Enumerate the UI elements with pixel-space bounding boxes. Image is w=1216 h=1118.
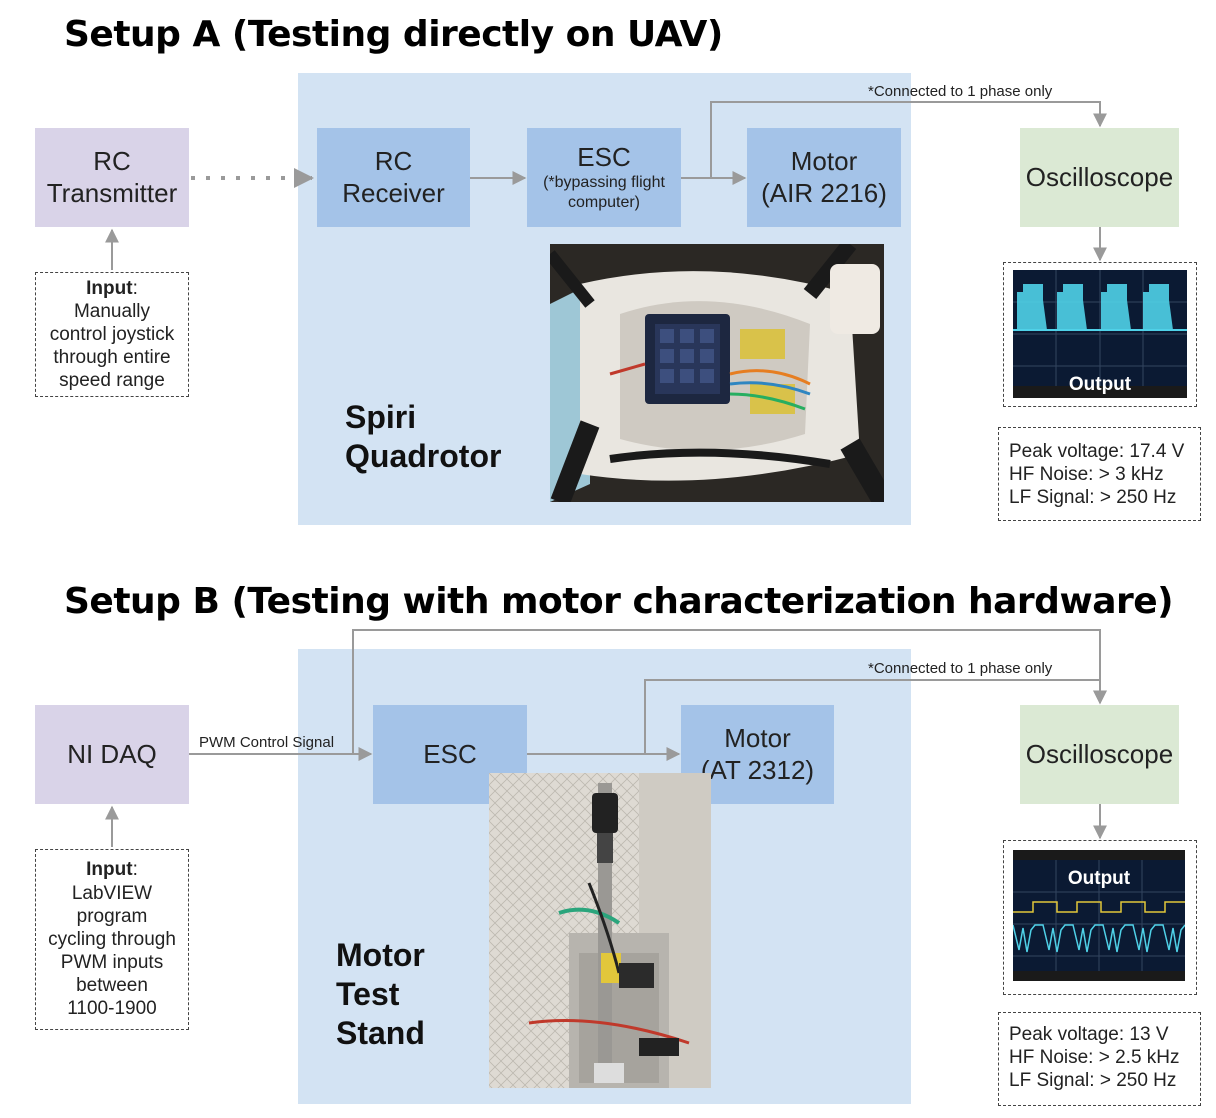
input-b-line5: between [76, 975, 148, 997]
platform-label-b: Motor Test Stand [336, 936, 425, 1053]
platform-b-line1: Motor [336, 937, 425, 973]
motor-b-line1: Motor [724, 723, 791, 754]
input-a-label-row: Input: [86, 277, 138, 299]
input-b-label-row: Input: [86, 859, 138, 881]
output-label-a: Output [1068, 374, 1132, 395]
oscilloscope-screen-a: Output [1013, 270, 1187, 398]
input-a-line4: speed range [59, 370, 165, 392]
input-a-line2: control joystick [49, 323, 175, 345]
test-stand-photo-art [489, 773, 711, 1088]
connection-note-a: *Connected to 1 phase only [868, 83, 1053, 100]
motor-a-line2: (AIR 2216) [761, 177, 887, 208]
motor-b-line2: (AT 2312) [700, 754, 815, 785]
oscilloscope-screen-b: Output [1012, 850, 1186, 981]
oscilloscope-a-label: Oscilloscope [1025, 161, 1174, 192]
platform-a-line1: Spiri [345, 399, 417, 435]
output-label-b: Output [1067, 868, 1131, 889]
oscilloscope-b-label: Oscilloscope [1025, 738, 1174, 769]
pwm-signal-label: PWM Control Signal [199, 734, 335, 751]
input-box-a: Input: Manually control joystick through… [35, 272, 189, 397]
stats-b-hf: HF Noise: > 2.5 kHz [1009, 1047, 1180, 1069]
esc-block-b: ESC [373, 705, 527, 804]
oscilloscope-block-b: Oscilloscope [1020, 705, 1179, 804]
esc-a-sub-line2: computer) [567, 194, 641, 212]
test-stand-photo [489, 773, 711, 1088]
esc-b-label: ESC [423, 738, 477, 769]
platform-b-line3: Stand [336, 1015, 425, 1052]
stats-a-hf: HF Noise: > 3 kHz [1009, 464, 1164, 486]
platform-b-line2: Test [336, 976, 400, 1013]
ni-daq-label: NI DAQ [67, 738, 157, 769]
stats-a-peak: Peak voltage: 17.4 V [1009, 441, 1185, 462]
input-box-b: Input: LabVIEW program cycling through P… [35, 849, 189, 1030]
rc-transmitter-line2: Transmitter [46, 177, 178, 208]
connection-note-b: *Connected to 1 phase only [868, 660, 1053, 677]
input-b-line3: cycling through [48, 928, 176, 950]
rc-receiver-block: RC Receiver [317, 128, 470, 227]
stats-a-lf: LF Signal: > 250 Hz [1009, 487, 1177, 509]
stats-box-b: Peak voltage: 13 V HF Noise: > 2.5 kHz L… [998, 1012, 1201, 1106]
input-b-line2: program [76, 905, 148, 927]
quadrotor-photo-art [550, 244, 884, 502]
phase-tap-line-a [710, 101, 1107, 178]
stats-b-peak: Peak voltage: 13 V [1009, 1024, 1169, 1045]
esc-a-sub-line1: (*bypassing flight [543, 174, 665, 192]
esc-block-a: ESC (*bypassing flight computer) [527, 128, 681, 227]
esc-a-title: ESC [577, 141, 631, 172]
input-b-label: Input [86, 859, 133, 881]
rc-transmitter-block: RC Transmitter [35, 128, 189, 227]
rc-receiver-line2: Receiver [342, 177, 445, 208]
motor-block-a: Motor (AIR 2216) [747, 128, 901, 227]
ni-daq-block: NI DAQ [35, 705, 189, 804]
rc-receiver-line1: RC [374, 146, 413, 177]
setup-b-title: Setup B (Testing with motor characteriza… [64, 581, 1174, 622]
platform-a-line2: Quadrotor [345, 438, 502, 475]
waveform-a [1013, 270, 1187, 398]
input-b-line4: PWM inputs [60, 952, 164, 974]
stats-b-lf: LF Signal: > 250 Hz [1009, 1070, 1177, 1092]
motor-a-line1: Motor [790, 146, 858, 177]
platform-label-a: Spiri Quadrotor [345, 398, 501, 476]
quadrotor-photo [550, 244, 884, 502]
input-b-line6: 1100-1900 [67, 998, 157, 1020]
input-b-line1: LabVIEW [71, 882, 153, 904]
waveform-b [1012, 850, 1186, 981]
rc-transmitter-line1: RC [93, 146, 131, 177]
setup-a-title: Setup A (Testing directly on UAV) [64, 14, 723, 55]
pwm-tap-line [352, 629, 1107, 754]
oscilloscope-block-a: Oscilloscope [1020, 128, 1179, 227]
input-a-line3: through entire [53, 347, 171, 369]
phase-tap-line-b [644, 679, 1107, 754]
input-a-line1: Manually [73, 300, 151, 322]
input-a-label: Input [86, 277, 133, 299]
stats-box-a: Peak voltage: 17.4 V HF Noise: > 3 kHz L… [998, 427, 1201, 521]
